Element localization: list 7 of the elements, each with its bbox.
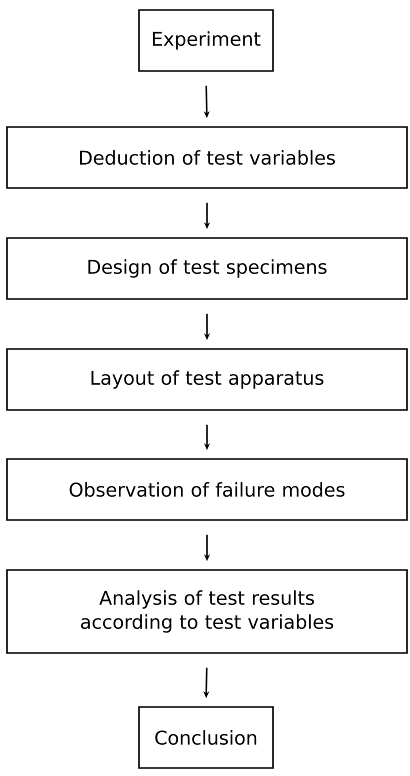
process-box: Layout of test apparatus (6, 348, 408, 411)
process-box: Deduction of test variables (6, 126, 408, 189)
process-box: Conclusion (138, 706, 274, 769)
process-box: Design of test specimens (6, 237, 408, 300)
process-box: Observation of failure modes (6, 458, 408, 521)
process-box: Experiment (138, 9, 274, 72)
process-box: Analysis of test results according to test variables (6, 569, 408, 654)
